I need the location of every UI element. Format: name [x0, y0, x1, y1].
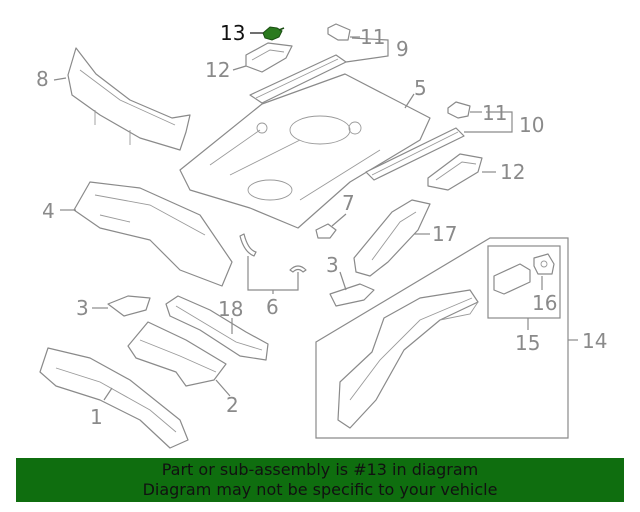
callout-6[interactable]: 6 — [266, 295, 279, 319]
callout-18[interactable]: 18 — [218, 297, 243, 321]
part-18-crossmember[interactable] — [165, 295, 269, 361]
callout-5[interactable]: 5 — [414, 76, 427, 100]
callout-3-left[interactable]: 3 — [76, 296, 89, 320]
bracket-10 — [464, 111, 513, 133]
callout-2[interactable]: 2 — [226, 393, 239, 417]
part-2-crossmember[interactable] — [127, 321, 227, 387]
part-4-side-member[interactable] — [73, 181, 233, 287]
callout-15[interactable]: 15 — [515, 331, 540, 355]
callout-1[interactable]: 1 — [90, 405, 103, 429]
part-8-rear-panel[interactable] — [67, 47, 191, 151]
callout-3-right[interactable]: 3 — [326, 253, 339, 277]
callout-9[interactable]: 9 — [396, 37, 409, 61]
part-7-clip[interactable] — [315, 223, 337, 239]
part-12-upper[interactable] — [245, 42, 293, 73]
callout-10[interactable]: 10 — [519, 113, 544, 137]
banner-background — [16, 458, 624, 502]
part-5-floor-pan[interactable] — [179, 73, 431, 229]
leader-3-right — [339, 271, 347, 291]
leader-8 — [53, 77, 67, 81]
callout-4[interactable]: 4 — [42, 199, 55, 223]
part-13-clip[interactable] — [262, 26, 285, 41]
bracket-9 — [345, 37, 389, 63]
leader-5 — [404, 93, 415, 109]
callout-11-upper[interactable]: 11 — [360, 25, 385, 49]
info-banner: Part or sub-assembly is #13 in diagram D… — [16, 458, 624, 502]
banner-line-2: Diagram may not be specific to your vehi… — [142, 480, 498, 499]
part-11-upper[interactable] — [327, 23, 351, 41]
part-3-right-bracket[interactable] — [329, 283, 375, 307]
callout-14[interactable]: 14 — [582, 329, 607, 353]
part-3-left-bracket[interactable] — [107, 295, 151, 317]
callout-13[interactable]: 13 — [220, 21, 245, 45]
part-1-side-rail[interactable] — [39, 347, 189, 449]
leader-7 — [331, 213, 347, 227]
callout-8[interactable]: 8 — [36, 67, 49, 91]
leader-1 — [103, 387, 113, 401]
part-12-lower[interactable] — [427, 153, 483, 191]
callout-12-upper[interactable]: 12 — [205, 58, 230, 82]
callout-16[interactable]: 16 — [532, 291, 557, 315]
callout-7[interactable]: 7 — [342, 191, 355, 215]
callout-17[interactable]: 17 — [432, 222, 457, 246]
part-11-lower[interactable] — [447, 101, 471, 119]
part-6-clips[interactable] — [239, 233, 307, 273]
part-10-rail[interactable] — [365, 127, 465, 181]
banner-line-1: Part or sub-assembly is #13 in diagram — [161, 460, 479, 479]
leader-2 — [215, 379, 231, 397]
callout-12-lower[interactable]: 12 — [500, 160, 525, 184]
part-17-reinforcement[interactable] — [353, 199, 431, 277]
part-16-bracket[interactable] — [533, 253, 555, 275]
leader-12-upper — [232, 65, 247, 71]
callout-11-lower[interactable]: 11 — [482, 101, 507, 125]
bracket-6 — [247, 256, 299, 291]
